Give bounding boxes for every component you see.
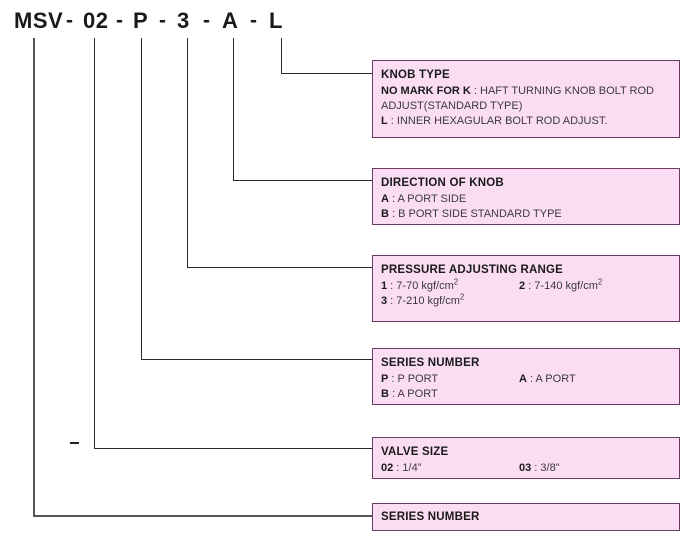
box-row: A : A PORT SIDE — [381, 192, 679, 207]
leader-line-direction-horizontal — [233, 180, 372, 181]
row-key: L — [381, 115, 388, 127]
row-sep: : — [387, 115, 397, 127]
row-key: A — [381, 193, 389, 205]
box-row: P : P PORT A : A PORT — [381, 372, 679, 387]
box-title: SERIES NUMBER — [381, 511, 480, 523]
leader-line-valve-size-horizontal — [94, 448, 372, 449]
box-row: 1 : 7-70 kgf/cm2 2 : 7-140 kgf/cm2 — [381, 277, 679, 294]
code-segment-pressure: 3 — [177, 8, 190, 33]
row-value: INNER HEXAGULAR BOLT ROD ADJUST. — [396, 115, 608, 127]
code-segment-knob-type: L — [269, 8, 283, 33]
box-title: VALVE SIZE — [381, 446, 449, 458]
row-exponent: 2 — [453, 277, 459, 287]
row-sep: : — [388, 373, 398, 385]
leader-line-valve-size-vertical — [94, 38, 95, 449]
leader-line-series-lower-vertical — [33, 38, 35, 517]
box-row: B : B PORT SIDE STANDARD TYPE — [381, 207, 679, 222]
box-row: 3 : 7-210 kgf/cm2 — [381, 292, 679, 309]
row-sep: : — [531, 462, 541, 474]
row-value: A PORT — [397, 388, 438, 400]
box-row: B : A PORT — [381, 387, 679, 402]
row-key: B — [381, 208, 389, 220]
code-segment-valve-size: 02 — [83, 8, 109, 33]
code-segment-direction: A — [222, 8, 239, 33]
box-row: NO MARK FOR K : HAFT TURNING KNOB BOLT R… — [381, 84, 679, 99]
code-separator: - — [203, 9, 210, 32]
code-separator: - — [159, 9, 166, 32]
row-sep: : — [388, 193, 398, 205]
leader-line-knob-type-vertical — [281, 38, 282, 74]
leader-line-valve-size-stub — [70, 442, 79, 444]
row-value: 7-70 kgf/cm — [396, 280, 454, 292]
row-value: A PORT SIDE — [397, 193, 467, 205]
leader-line-direction-vertical — [233, 38, 234, 181]
leader-line-knob-type-horizontal — [281, 73, 372, 74]
row-key: NO MARK FOR K — [381, 85, 471, 97]
leader-line-series-upper-horizontal — [141, 359, 372, 360]
code-segment-series: MSV — [14, 8, 64, 33]
leader-line-pressure-vertical — [187, 38, 188, 268]
row-exponent: 2 — [597, 277, 603, 287]
box-title: SERIES NUMBER — [381, 357, 480, 369]
code-separator: - — [66, 9, 73, 32]
row-value: B PORT SIDE STANDARD TYPE — [398, 208, 562, 220]
leader-line-series-upper-vertical — [141, 38, 142, 360]
row-value: P PORT — [397, 373, 439, 385]
code-separator: - — [116, 9, 123, 32]
row-key: 2 — [519, 280, 526, 292]
box-row-second-column: A : A PORT — [519, 372, 576, 387]
row-sep: : — [470, 85, 480, 97]
box-title: DIRECTION OF KNOB — [381, 177, 504, 189]
row-value: HAFT TURNING KNOB BOLT ROD — [480, 85, 654, 97]
row-key: B — [381, 388, 389, 400]
row-sep: : — [388, 208, 399, 220]
row-key: A — [519, 373, 527, 385]
box-row: ADJUST(STANDARD TYPE) — [381, 99, 679, 114]
callout-box-direction-of-knob: DIRECTION OF KNOB A : A PORT SIDE B : B … — [372, 168, 680, 225]
callout-box-series-number-upper: SERIES NUMBER P : P PORT A : A PORT B : … — [372, 348, 680, 405]
row-value: A PORT — [535, 373, 576, 385]
box-title: KNOB TYPE — [381, 69, 450, 81]
row-key: P — [381, 373, 389, 385]
row-sep: : — [393, 462, 403, 474]
model-code: MSV - 02 - P - 3 - A - L — [0, 6, 340, 38]
row-value: ADJUST(STANDARD TYPE) — [381, 100, 523, 112]
box-row: L : INNER HEXAGULAR BOLT ROD ADJUST. — [381, 114, 679, 129]
row-sep: : — [387, 280, 397, 292]
box-row-second-column: 2 : 7-140 kgf/cm2 — [519, 277, 603, 294]
row-value: 7-140 kgf/cm — [534, 280, 598, 292]
row-value: 7-210 kgf/cm — [396, 295, 460, 307]
row-sep: : — [525, 280, 535, 292]
row-key: 02 — [381, 462, 394, 474]
code-segment-series-number: P — [133, 8, 149, 33]
row-value: 1/4” — [402, 462, 422, 474]
row-value: 3/8” — [540, 462, 560, 474]
callout-box-knob-type: KNOB TYPE NO MARK FOR K : HAFT TURNING K… — [372, 60, 680, 138]
callout-box-pressure-adjusting-range: PRESSURE ADJUSTING RANGE 1 : 7-70 kgf/cm… — [372, 255, 680, 322]
callout-box-series-number-lower: SERIES NUMBER — [372, 503, 680, 531]
row-sep: : — [388, 388, 398, 400]
row-exponent: 2 — [459, 292, 465, 302]
box-row: 02 : 1/4” 03 : 3/8” — [381, 461, 679, 476]
row-sep: : — [526, 373, 536, 385]
box-row-second-column: 03 : 3/8” — [519, 461, 559, 476]
row-key: 03 — [519, 462, 532, 474]
code-separator: - — [250, 9, 257, 32]
row-key: 1 — [381, 280, 388, 292]
row-key: 3 — [381, 295, 388, 307]
box-title: PRESSURE ADJUSTING RANGE — [381, 264, 564, 276]
leader-line-pressure-horizontal — [187, 267, 372, 268]
callout-box-valve-size: VALVE SIZE 02 : 1/4” 03 : 3/8” — [372, 437, 680, 479]
row-sep: : — [387, 295, 397, 307]
leader-line-series-lower-horizontal — [33, 515, 372, 517]
